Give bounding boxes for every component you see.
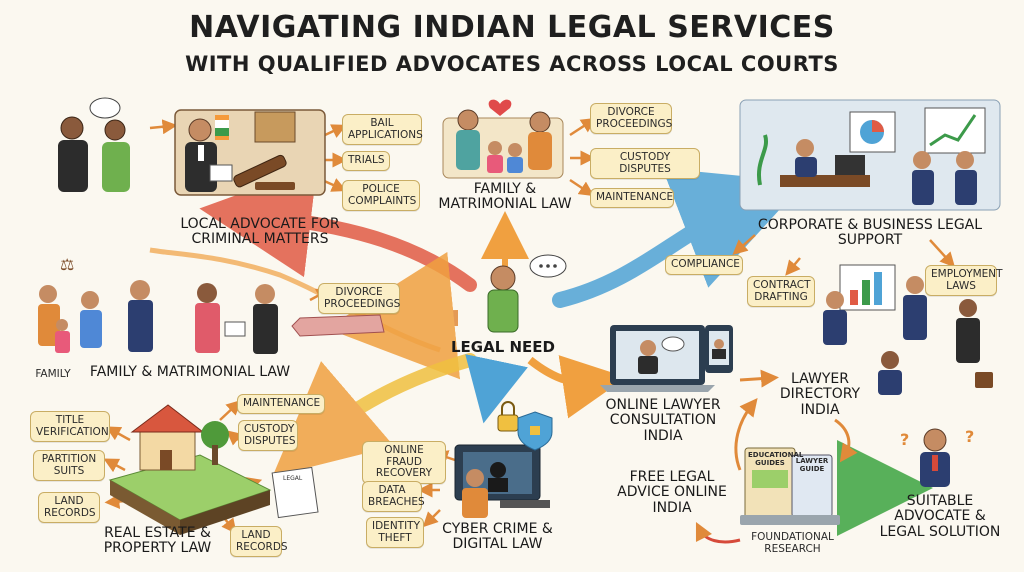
suitable-advocate-illustration: ? ? [900, 427, 974, 487]
node-corporate-label: Corporate & Business Legal Support [757, 217, 983, 249]
arrow-to-corporate [552, 168, 805, 308]
courtroom-illustration [174, 109, 326, 196]
tag-online-fraud-recovery: Online Fraud Recovery [362, 441, 446, 484]
research-guides-illustration [740, 447, 840, 525]
page-title: Navigating Indian Legal Services [189, 10, 835, 45]
node-online-consultation-label: Online Lawyer Consultation India [605, 397, 721, 444]
arrow-to-online [527, 355, 627, 419]
arrow-to-family-left [326, 251, 461, 380]
arrow-research-loop [695, 521, 741, 544]
center-person-illustration [487, 254, 567, 333]
page-subtitle: With Qualified Advocates Across Local Co… [185, 52, 839, 76]
svg-text:⚖: ⚖ [60, 255, 74, 274]
family-top-illustration [442, 99, 564, 179]
tag-bail-applications: Bail Applications [342, 114, 423, 146]
tag-compliance: Compliance [665, 255, 743, 275]
tag-police-complaints: Police Complaints [342, 180, 420, 212]
arrow-center-left-swoosh [149, 247, 441, 353]
cyber-illustration [454, 401, 553, 518]
arrow-online-to-directory [739, 369, 779, 388]
tag-trials: Trials [342, 151, 390, 171]
tag-employment-laws: Employment Laws [925, 265, 1003, 297]
real-estate-illustration: LEGAL [108, 404, 319, 535]
arrow-directory-down [834, 418, 858, 463]
arrow-to-real-estate [272, 353, 477, 477]
arrow-to-cyber [465, 354, 528, 424]
node-cyber-label: Cyber Crime & Digital Law [442, 521, 553, 553]
tag-land-records-left: Land Records [38, 492, 100, 524]
tag-divorce-proceedings-top: Divorce Proceedings [590, 103, 672, 135]
tag-title-verification: Title Verification [30, 411, 110, 443]
tag-contract-drafting: Contract Drafting [747, 276, 815, 308]
node-family-left-label: Family & Matrimonial Law [89, 364, 291, 380]
node-criminal-label: Local Advocate for Criminal Matters [180, 216, 340, 248]
node-suitable-advocate-label: Suitable Advocate & Legal Solution [879, 493, 1001, 540]
guide-lawyer-label: Lawyer Guide [795, 457, 829, 473]
corporate-office-illustration [739, 99, 1001, 211]
business-meeting-illustration [823, 264, 993, 395]
tag-custody-disputes-re: Custody Disputes [238, 420, 298, 452]
center-legal-need-label: Legal Need [450, 338, 555, 356]
tag-custody-disputes-top: Custody Disputes [590, 148, 700, 180]
tag-land-records-right: Land Records [230, 526, 288, 558]
tag-data-breaches: Data Breaches [362, 481, 425, 513]
node-real-estate-label: Real Estate & Property Law [103, 525, 212, 557]
lawyer-client-illustration [58, 97, 130, 192]
guide-educational-label: Educational Guides [748, 451, 804, 467]
arrow-up-loop [734, 397, 758, 471]
node-lawyer-directory-label: Lawyer Directory India [779, 371, 861, 418]
tag-divorce-proceedings-left: Divorce Proceedings [318, 283, 400, 315]
node-free-legal-advice-label: Free Legal Advice Online India [617, 469, 727, 516]
svg-text:LEGAL: LEGAL [283, 475, 303, 482]
tag-identity-theft: Identity Theft [366, 517, 424, 549]
svg-text:?: ? [965, 427, 974, 446]
tag-maintenance-top: Maintenance [590, 188, 674, 208]
family-left-illustration: ⚖ [38, 255, 278, 354]
torn-paper-arrow [291, 314, 385, 337]
tag-partition-suits: Partition Suits [33, 450, 105, 482]
node-family-top-label: Family & Matrimonial Law [438, 181, 572, 213]
tag-maintenance-re: Maintenance [237, 394, 325, 414]
online-consultation-illustration [600, 325, 733, 392]
node-research-label: Foundational Research [751, 531, 834, 555]
family-sublabel: Family [35, 368, 71, 380]
svg-text:?: ? [900, 430, 909, 449]
